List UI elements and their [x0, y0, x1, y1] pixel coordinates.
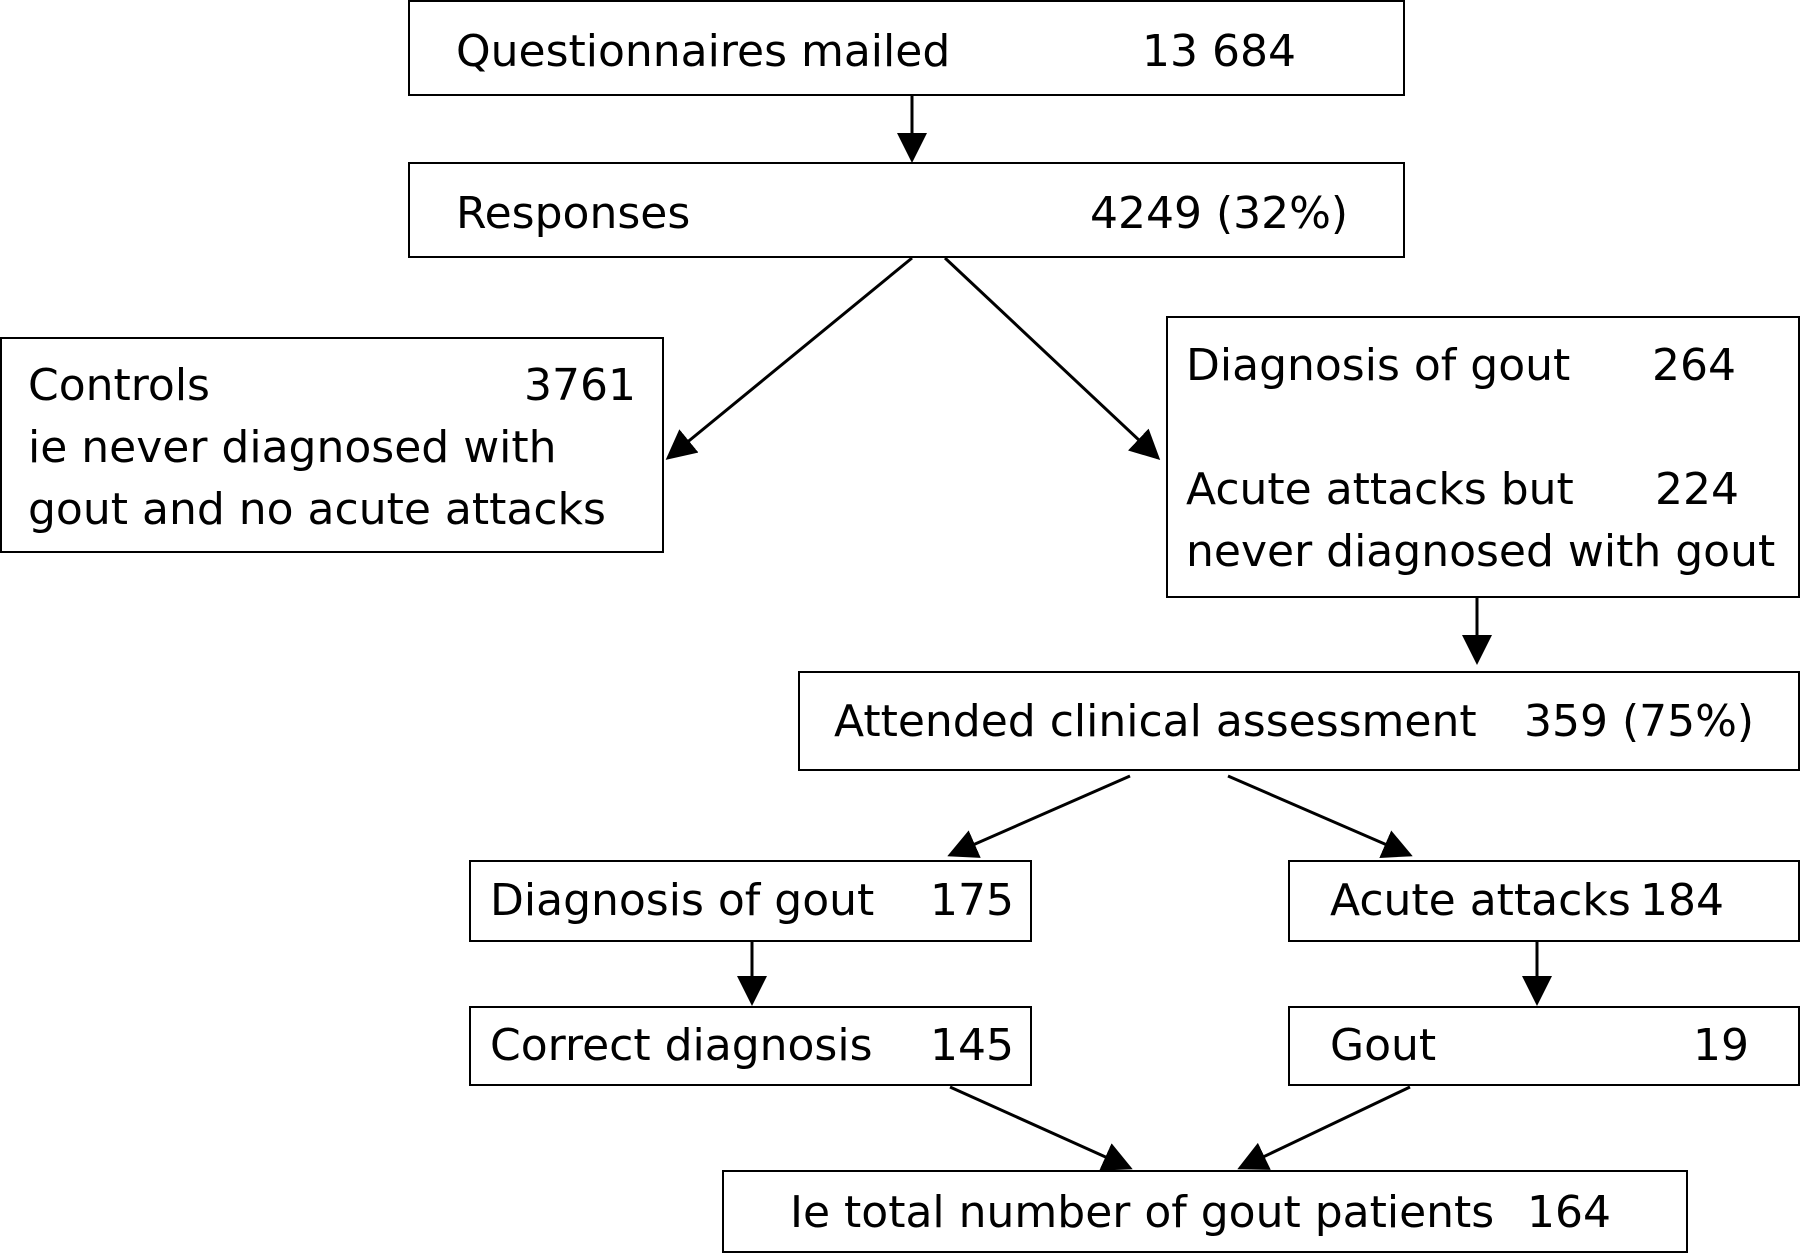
- attended-label: Attended clinical assessment: [834, 696, 1477, 747]
- box-gout: [1288, 1006, 1800, 1086]
- arrow-responses-to-controls: [665, 256, 913, 460]
- cases-acute-value: 224: [1655, 464, 1739, 515]
- cases-diagnosis-value: 264: [1652, 340, 1736, 391]
- arrow-attended-to-diagnosis: [947, 774, 1131, 858]
- box-correct-diagnosis: [469, 1006, 1032, 1086]
- questionnaires-mailed-value: 13 684: [1142, 26, 1296, 77]
- attended-value: 359 (75%): [1524, 696, 1755, 747]
- controls-label: Controls: [28, 360, 210, 411]
- questionnaires-mailed-label: Questionnaires mailed: [456, 26, 951, 77]
- box-diagnosis-of-gout: [469, 860, 1032, 942]
- arrow-attended-to-acute: [1227, 774, 1413, 859]
- cases-acute-label: Acute attacks but: [1186, 464, 1574, 515]
- controls-value: 3761: [524, 360, 636, 411]
- cases-diagnosis-label: Diagnosis of gout: [1186, 340, 1571, 391]
- box-acute-attacks: [1288, 860, 1800, 942]
- box-total-gout-patients: [722, 1170, 1688, 1253]
- box-questionnaires-mailed: [408, 0, 1405, 96]
- arrow-gout-to-total: [1237, 1085, 1411, 1170]
- cases-acute-description: never diagnosed with gout: [1186, 526, 1776, 577]
- box-attended-assessment: [798, 671, 1800, 771]
- responses-label: Responses: [456, 188, 691, 239]
- box-gout-cases: [1166, 316, 1800, 598]
- total-value: 164: [1527, 1187, 1611, 1238]
- acute-attacks-label: Acute attacks: [1330, 875, 1631, 926]
- total-label: Ie total number of gout patients: [790, 1187, 1495, 1238]
- arrow-responses-to-cases: [943, 256, 1161, 461]
- correct-diagnosis-value: 145: [930, 1020, 1014, 1071]
- box-controls: [0, 337, 664, 553]
- box-responses: [408, 162, 1405, 258]
- controls-description-line-1: ie never diagnosed with: [28, 422, 557, 473]
- arrow-correct-to-total: [949, 1085, 1133, 1171]
- gout-label: Gout: [1330, 1020, 1437, 1071]
- controls-description-line-2: gout and no acute attacks: [28, 484, 606, 535]
- responses-value: 4249 (32%): [1090, 188, 1349, 239]
- gout-value: 19: [1693, 1020, 1749, 1071]
- correct-diagnosis-label: Correct diagnosis: [490, 1020, 873, 1071]
- diagnosis-of-gout-value: 175: [930, 875, 1014, 926]
- acute-attacks-value: 184: [1640, 875, 1724, 926]
- diagnosis-of-gout-label: Diagnosis of gout: [490, 875, 875, 926]
